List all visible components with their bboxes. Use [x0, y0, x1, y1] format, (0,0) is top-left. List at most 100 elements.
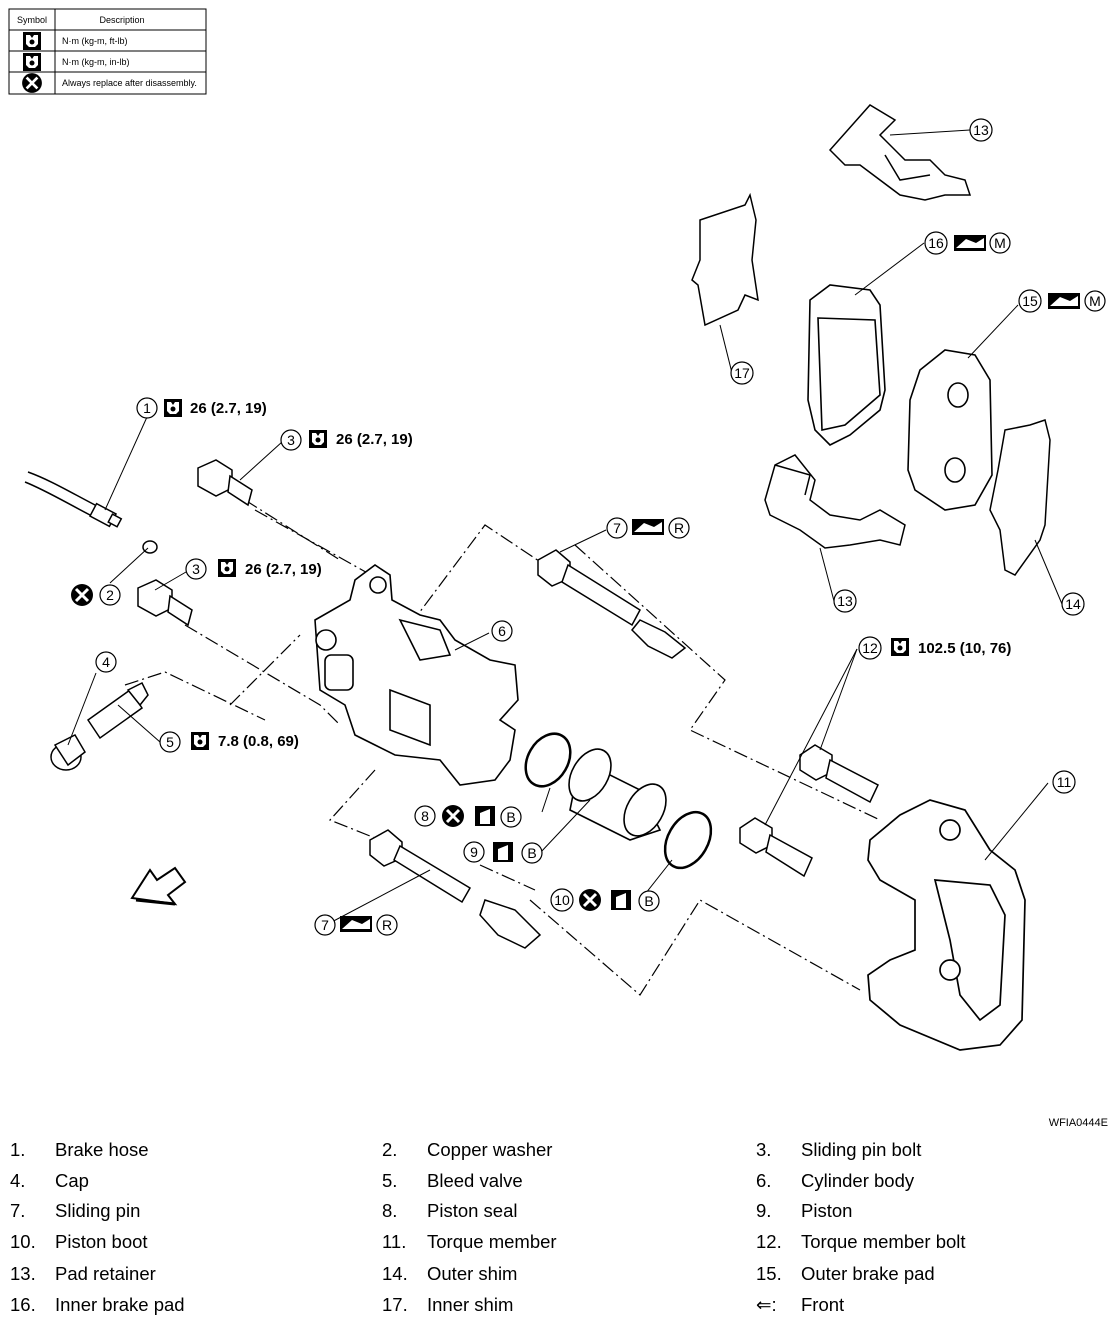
- legend-text: Outer shim: [427, 1263, 518, 1284]
- legend-text: Piston: [801, 1200, 853, 1221]
- callout-9: 9: [470, 844, 478, 860]
- brake-fluid-icon: [493, 842, 513, 862]
- legend-number: 4.: [10, 1170, 26, 1191]
- replace-icon: [20, 71, 44, 95]
- pad-retainer-upper: [828, 104, 972, 201]
- lubricant-letters: [376, 232, 1106, 936]
- callout-13-upper: 13: [973, 122, 989, 138]
- legend-text: Torque member bolt: [801, 1231, 966, 1252]
- bleed-valve: [86, 681, 149, 740]
- callout-15: 15: [1022, 293, 1038, 309]
- legend-number: ⇐:: [756, 1294, 777, 1315]
- symbol-row-1-text: N·m (kg-m, ft-lb): [62, 36, 128, 46]
- description-header: Description: [99, 15, 144, 25]
- legend-text: Brake hose: [55, 1139, 149, 1160]
- torque-member: [867, 799, 1026, 1051]
- legend-text: Front: [801, 1294, 845, 1315]
- pad-retainer-lower: [764, 454, 906, 549]
- torque-value-3-lower: 26 (2.7, 19): [245, 561, 322, 578]
- legend-text: Sliding pin bolt: [801, 1139, 922, 1160]
- legend-text: Cylinder body: [801, 1170, 915, 1191]
- cylinder-body: [314, 564, 519, 786]
- grease-icon: [1048, 293, 1080, 309]
- legend-text: Piston seal: [427, 1200, 518, 1221]
- legend-number: 12.: [756, 1231, 782, 1252]
- torque-wrench-icon: [309, 430, 327, 448]
- symbol-row-2-text: N·m (kg-m, in-lb): [62, 57, 130, 67]
- torque-spec-5: 7.8 (0.8, 69): [191, 732, 299, 750]
- grease-icon: [632, 519, 664, 535]
- legend-number: 5.: [382, 1170, 398, 1191]
- letter-B: B: [644, 893, 653, 909]
- legend-number: 17.: [382, 1294, 408, 1315]
- legend-number: 3.: [756, 1139, 772, 1160]
- callout-17: 17: [734, 365, 750, 381]
- torque-spec-3b: 26 (2.7, 19): [218, 559, 322, 578]
- callout-1: 1: [143, 400, 151, 416]
- outer-brake-pad: [907, 349, 993, 511]
- exploded-brake-diagram: Symbol Description N·m (kg-m, ft-lb) N·m…: [8, 8, 1108, 1129]
- legend-number: 15.: [756, 1263, 782, 1284]
- letter-R: R: [674, 520, 684, 536]
- torque-wrench-icon: [164, 399, 182, 417]
- sliding-pin-upper: [537, 549, 687, 659]
- piston: [568, 748, 667, 841]
- symbol-header: Symbol: [17, 15, 47, 25]
- inner-shim: [691, 192, 759, 327]
- inner-brake-pad: [807, 284, 886, 446]
- replace-icon: [577, 887, 603, 913]
- callout-10: 10: [554, 892, 570, 908]
- legend-number: 13.: [10, 1263, 36, 1284]
- symbol-row-3-text: Always replace after disassembly.: [62, 78, 197, 88]
- grease-icon: [340, 916, 372, 932]
- letter-B: B: [527, 845, 536, 861]
- torque-spec-3a: 26 (2.7, 19): [309, 430, 413, 448]
- legend-text: Outer brake pad: [801, 1263, 935, 1284]
- sliding-pin-bolt-lower: [137, 579, 193, 627]
- letter-M: M: [994, 235, 1006, 251]
- legend-number: 1.: [10, 1139, 26, 1160]
- callout-8: 8: [421, 808, 429, 824]
- callout-6: 6: [498, 623, 506, 639]
- torque-wrench-icon: [191, 732, 209, 750]
- assembly-lines: [124, 499, 881, 996]
- torque-member-bolts: [739, 744, 879, 878]
- outer-shim: [989, 419, 1051, 576]
- callout-16: 16: [928, 235, 944, 251]
- letter-R: R: [382, 917, 392, 933]
- legend-number: 6.: [756, 1170, 772, 1191]
- brake-hose: [24, 471, 158, 554]
- callout-5: 5: [166, 734, 174, 750]
- sliding-pin-lower: [369, 829, 542, 949]
- sliding-pin-bolt-upper: [197, 459, 253, 507]
- letter-B: B: [506, 809, 515, 825]
- callout-13-lower: 13: [837, 593, 853, 609]
- callout-14: 14: [1065, 596, 1081, 612]
- legend-number: 9.: [756, 1200, 772, 1221]
- legend-text: Inner brake pad: [55, 1294, 185, 1315]
- legend-text: Inner shim: [427, 1294, 514, 1315]
- torque-in-lb-icon: [23, 53, 41, 71]
- figure-code: WFIA0444E: [1049, 1117, 1108, 1129]
- callout-2: 2: [106, 587, 114, 603]
- callout-7-lower: 7: [321, 917, 329, 933]
- torque-wrench-icon: [218, 559, 236, 577]
- piston-boot: [663, 810, 713, 870]
- torque-spec-12: 102.5 (10, 76): [891, 638, 1011, 657]
- legend-text: Cap: [55, 1170, 89, 1191]
- legend-number: 8.: [382, 1200, 398, 1221]
- legend-number: 10.: [10, 1231, 36, 1252]
- torque-value-3-upper: 26 (2.7, 19): [336, 431, 413, 448]
- legend-text: Bleed valve: [427, 1170, 523, 1191]
- callout-11: 11: [1057, 774, 1072, 790]
- callouts: [95, 118, 1085, 936]
- brake-fluid-icon: [611, 890, 631, 910]
- torque-value-12: 102.5 (10, 76): [918, 640, 1011, 657]
- torque-value-5: 7.8 (0.8, 69): [218, 733, 299, 750]
- legend-text: Copper washer: [427, 1139, 553, 1160]
- callout-12: 12: [862, 640, 878, 656]
- grease-icon: [954, 235, 986, 251]
- legend-number: 14.: [382, 1263, 408, 1284]
- callout-7-upper: 7: [613, 520, 621, 536]
- letter-M: M: [1089, 293, 1101, 309]
